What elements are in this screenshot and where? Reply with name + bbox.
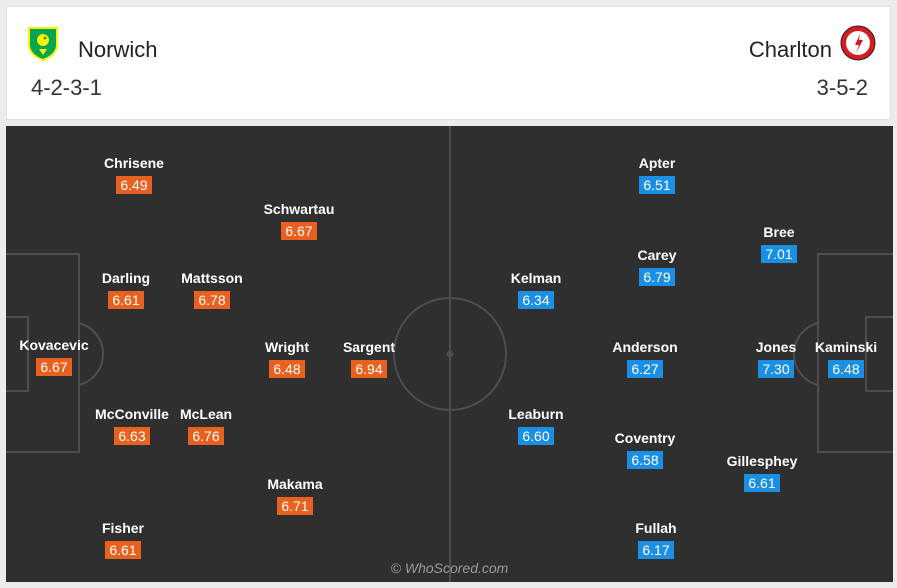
home-player[interactable]: Fisher 6.61 (78, 519, 168, 560)
player-name: Apter (638, 155, 676, 171)
player-name: Makama (267, 476, 323, 492)
pitch-markings (6, 126, 893, 582)
home-player[interactable]: Wright 6.48 (242, 338, 332, 379)
player-name: Wright (264, 339, 310, 355)
player-name: Mattsson (181, 270, 243, 286)
player-rating-badge: 7.01 (761, 245, 797, 263)
player-name: Darling (101, 270, 151, 286)
player-name: Anderson (612, 339, 678, 355)
away-team-name: Charlton (748, 37, 832, 62)
away-player[interactable]: Fullah 6.17 (611, 519, 701, 560)
player-name: McConville (95, 406, 169, 422)
player-name: Carey (637, 247, 677, 263)
player-rating-badge: 6.17 (638, 541, 674, 559)
home-player[interactable]: Makama 6.71 (250, 475, 340, 516)
away-player[interactable]: Kaminski 6.48 (801, 338, 891, 379)
away-player[interactable]: Bree 7.01 (734, 223, 824, 264)
player-rating-badge: 6.61 (108, 291, 144, 309)
player-rating-badge: 6.76 (188, 427, 224, 445)
away-player[interactable]: Carey 6.79 (612, 246, 702, 287)
player-name: Coventry (614, 430, 676, 446)
player-name: Leaburn (508, 406, 564, 422)
player-name: Fisher (101, 520, 144, 536)
player-rating-badge: 6.63 (114, 427, 150, 445)
player-rating-badge: 6.48 (269, 360, 305, 378)
away-player[interactable]: Anderson 6.27 (600, 338, 690, 379)
away-player[interactable]: Gillesphey 6.61 (717, 452, 807, 493)
away-player[interactable]: Kelman 6.34 (491, 269, 581, 310)
away-player[interactable]: Leaburn 6.60 (491, 405, 581, 446)
away-formation: 3-5-2 (816, 75, 868, 100)
player-rating-badge: 6.51 (639, 176, 675, 194)
player-name: Jones (755, 339, 797, 355)
player-rating-badge: 6.67 (281, 222, 317, 240)
player-name: Kelman (510, 270, 562, 286)
home-player[interactable]: Kovacevic 6.67 (9, 336, 99, 377)
player-rating-badge: 6.27 (627, 360, 663, 378)
player-rating-badge: 6.94 (351, 360, 387, 378)
norwich-crest-icon (28, 27, 58, 61)
player-rating-badge: 6.79 (639, 268, 675, 286)
home-player[interactable]: Schwartau 6.67 (254, 200, 344, 241)
player-name: Fullah (635, 520, 677, 536)
player-name: Chrisene (104, 155, 164, 171)
home-player[interactable]: Chrisene 6.49 (89, 154, 179, 195)
player-rating-badge: 7.30 (758, 360, 794, 378)
player-rating-badge: 6.61 (105, 541, 141, 559)
player-name: Schwartau (263, 201, 335, 217)
player-rating-badge: 6.49 (116, 176, 152, 194)
player-name: Kaminski (814, 339, 878, 355)
charlton-crest-icon (840, 25, 876, 61)
away-player[interactable]: Apter 6.51 (612, 154, 702, 195)
player-rating-badge: 6.67 (36, 358, 72, 376)
player-rating-badge: 6.48 (828, 360, 864, 378)
player-rating-badge: 6.71 (277, 497, 313, 515)
whoscored-watermark: © WhoScored.com (390, 560, 509, 576)
home-player[interactable]: McConville 6.63 (87, 405, 177, 446)
player-name: Kovacevic (19, 337, 89, 353)
home-player[interactable]: Darling 6.61 (81, 269, 171, 310)
home-team-name: Norwich (78, 37, 158, 62)
player-rating-badge: 6.60 (518, 427, 554, 445)
player-rating-badge: 6.34 (518, 291, 554, 309)
player-name: Gillesphey (726, 453, 798, 469)
match-header: Norwich 4-2-3-1 Charlton 3-5-2 (6, 6, 891, 120)
home-player[interactable]: Sargent 6.94 (324, 338, 414, 379)
player-name: Bree (763, 224, 795, 240)
player-rating-badge: 6.58 (627, 451, 663, 469)
player-rating-badge: 6.78 (194, 291, 230, 309)
home-formation: 4-2-3-1 (31, 75, 102, 100)
home-player[interactable]: Mattsson 6.78 (167, 269, 257, 310)
player-name: Sargent (342, 339, 396, 355)
away-player[interactable]: Coventry 6.58 (600, 429, 690, 470)
player-name: McLean (179, 406, 233, 422)
home-player[interactable]: McLean 6.76 (161, 405, 251, 446)
away-player[interactable]: Jones 7.30 (731, 338, 821, 379)
player-rating-badge: 6.61 (744, 474, 780, 492)
